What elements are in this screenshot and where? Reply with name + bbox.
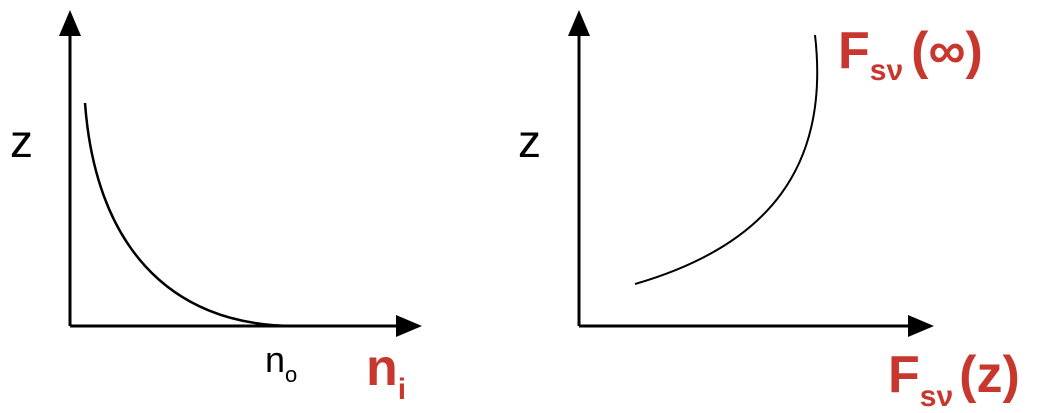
right-y-axis-label: z — [518, 115, 541, 167]
right-curve-end-main: F — [838, 22, 870, 80]
left-x-tick-label: no — [265, 339, 297, 387]
right-curve-end-arg: (∞) — [911, 22, 983, 80]
right-rising-curve — [634, 34, 819, 285]
right-x-arrowhead — [908, 315, 934, 337]
right-curve-end-sub: sν — [870, 54, 903, 87]
left-x-tick-sub: o — [285, 362, 297, 387]
left-x-tick-main: n — [265, 339, 285, 380]
right-x-axis-main: F — [888, 346, 920, 404]
right-curve-end-label: Fsν(∞) — [838, 22, 983, 87]
left-x-axis-sub: i — [398, 373, 406, 406]
left-y-arrowhead — [59, 10, 81, 36]
right-x-axis-label: Fsν(z) — [888, 346, 1020, 413]
right-panel: z Fsν(∞) Fsν(z) — [518, 10, 1020, 413]
left-y-axis-label: z — [10, 115, 33, 167]
right-y-arrowhead — [568, 10, 590, 36]
left-panel: z no ni — [10, 10, 422, 406]
left-x-axis-main: n — [366, 339, 398, 397]
left-x-axis-label: ni — [366, 339, 406, 406]
right-x-axis-sub: sν — [920, 380, 953, 413]
left-x-arrowhead — [396, 315, 422, 337]
left-decay-curve — [83, 102, 296, 328]
right-x-axis-arg: (z) — [959, 346, 1020, 404]
